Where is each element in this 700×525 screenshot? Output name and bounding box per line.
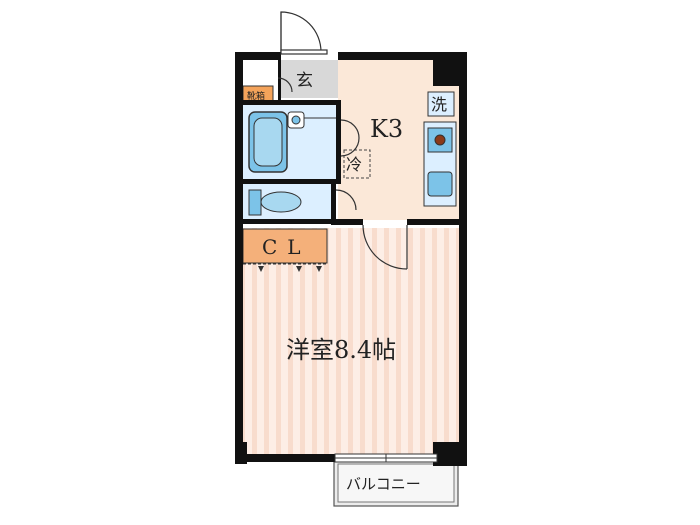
toilet-tank [248,189,262,216]
sink [427,171,453,197]
fridge-box [343,149,371,179]
western-room-label: 洋室8.4帖 [286,336,396,364]
doors [277,11,408,270]
balcony-label: バルコニー [346,475,421,493]
kitchen-label: K3 [370,115,403,143]
bathtub-inner [253,117,283,167]
entrance-floor [281,60,338,98]
western-room-floor [243,228,459,454]
balcony-label-box [337,463,455,503]
washer-label: 洗 [431,95,447,114]
closet [242,228,328,264]
wash-basin-bowl [291,115,301,125]
shoe-box-label: 靴箱 [247,90,265,102]
washer-box [427,91,455,117]
closet-label: CL [262,235,311,259]
fridge-label: 冷 [346,155,362,174]
entrance-label: 玄 [296,71,313,91]
walls [235,52,467,466]
stove-burner [434,134,446,146]
toilet-bowl [260,191,302,213]
